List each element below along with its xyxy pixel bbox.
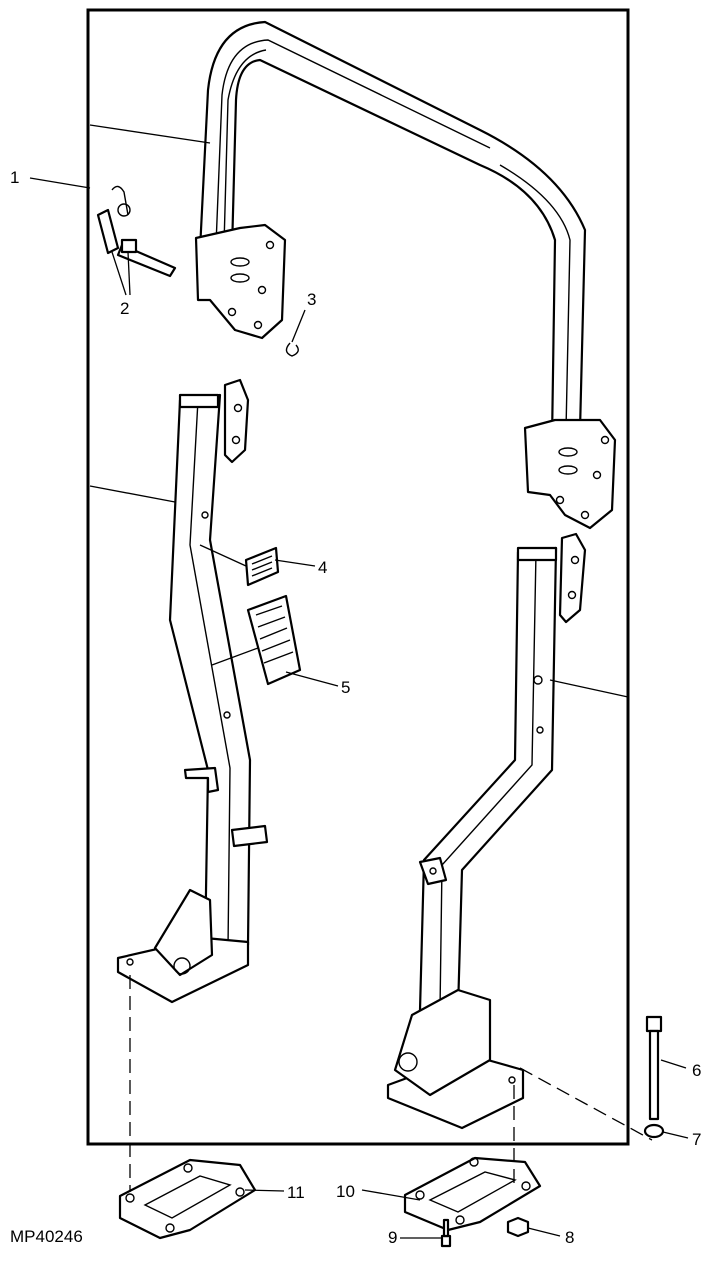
callout-1: 1 [10, 168, 19, 187]
warning-decals [244, 546, 302, 686]
callout-3: 3 [307, 290, 316, 309]
screw [440, 1218, 452, 1248]
hex-nut [506, 1216, 530, 1238]
figure-code: MP40246 [10, 1227, 83, 1246]
alignment-line-bolt [519, 1067, 653, 1141]
left-lower-post [116, 378, 269, 1004]
pin-assembly [96, 185, 177, 278]
leader-lines [29, 124, 689, 1239]
callout-7: 7 [692, 1130, 701, 1149]
right-mount-plate [403, 1156, 542, 1232]
callout-2: 2 [120, 299, 129, 318]
left-mount-plate [118, 1158, 257, 1240]
washer [643, 1123, 665, 1139]
callout-10: 10 [336, 1182, 355, 1201]
assembly-boundary-box [86, 8, 630, 1146]
callout-8: 8 [565, 1228, 574, 1247]
callout-5: 5 [341, 678, 350, 697]
callout-11: 11 [287, 1183, 305, 1202]
callout-9: 9 [388, 1228, 397, 1247]
callout-4: 4 [318, 558, 327, 577]
bolt [645, 1015, 663, 1121]
upper-rollbar-hoop [194, 20, 617, 530]
right-lower-post [386, 532, 587, 1130]
callout-6: 6 [692, 1061, 701, 1080]
lock-clip [285, 342, 299, 357]
